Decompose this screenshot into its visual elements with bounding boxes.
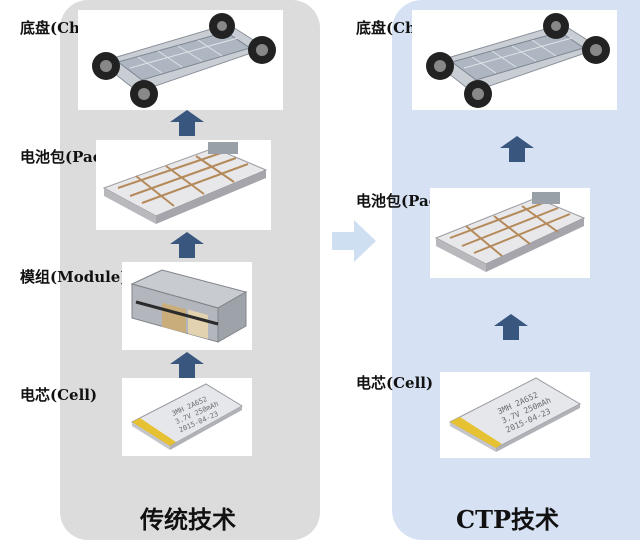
traditional-chassis-image — [78, 10, 283, 110]
ctp-cell-image: 3MH 2A652 3.7V 250mAh 2015-04-23 — [440, 372, 590, 458]
ctp-cell-label: 电芯(Cell) — [356, 374, 434, 392]
ctp-arrow-pack-to-chassis-icon — [500, 136, 534, 162]
traditional-arrow-cell-to-module-icon — [170, 352, 204, 378]
traditional-arrow-module-to-pack-icon — [170, 232, 204, 258]
traditional-pack-image — [96, 140, 271, 230]
traditional-arrow-pack-to-chassis-icon — [170, 110, 204, 136]
traditional-cell-label: 电芯(Cell) — [20, 386, 98, 404]
ctp-chassis-image — [412, 10, 617, 110]
traditional-pack-label: 电池包(Pack) — [20, 148, 120, 166]
ctp-arrow-cell-to-pack-icon — [494, 314, 528, 340]
traditional-module-label: 模组(Module) — [20, 268, 128, 286]
ctp-pack-image — [430, 188, 590, 278]
traditional-cell-image: 3MH 2A652 3.7V 250mAh 2015-04-23 — [122, 378, 252, 456]
traditional-module-image — [122, 262, 252, 350]
traditional-caption: 传统技术 — [140, 505, 236, 534]
transition-arrow-icon — [332, 220, 376, 262]
ctp-caption: CTP技术 — [456, 505, 560, 534]
